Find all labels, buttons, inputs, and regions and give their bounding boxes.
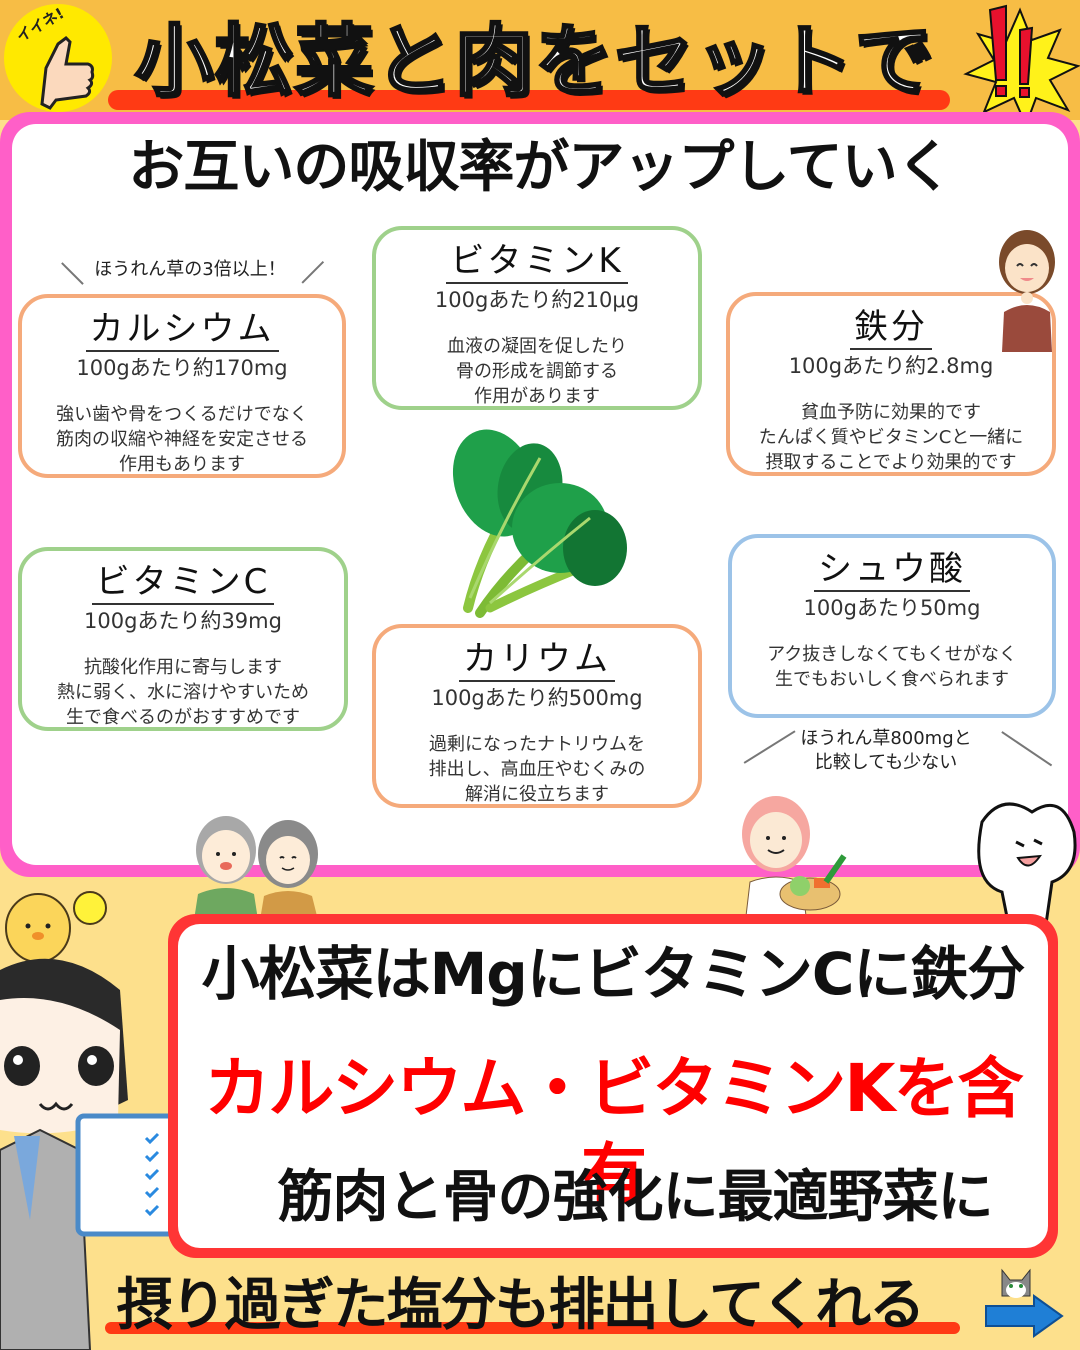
cat-mascot-illustration: [977, 802, 1077, 954]
desc-line: 生で食べるのがおすすめです: [66, 707, 300, 728]
nutrient-card-vitamin-k: ビタミンK 100gあたり約210μg 血液の凝固を促したり 骨の形成を調節する…: [372, 226, 702, 410]
desc-line: 骨の形成を調節する: [456, 361, 618, 382]
farmer-woman-illustration: [742, 796, 847, 916]
summary-line-3: 筋肉と骨の強化に最適野菜に: [277, 1165, 994, 1230]
nutrient-name: カリウム: [459, 638, 615, 682]
desc-line: 抗酸化作用に寄与します: [84, 657, 282, 678]
nutrient-description: 貧血予防に効果的です たんぱく質やビタミンCと一緒に 摂取することでより効果的で…: [730, 400, 1052, 475]
footer-underline: [105, 1322, 960, 1334]
nutrient-card-vitamin-c: ビタミンC 100gあたり約39mg 抗酸化作用に寄与します 熱に弱く、水に溶け…: [18, 547, 348, 731]
desc-line: 解消に役立ちます: [465, 784, 609, 805]
komatsuna-illustration: [452, 429, 627, 618]
right-arrow-icon[interactable]: [984, 1294, 1064, 1338]
like-badge: イイネ!: [4, 4, 112, 112]
desc-line: 生でもおいしく食べられます: [775, 669, 1009, 690]
desc-line: アク抜きしなくてもくせがなく: [767, 644, 1017, 665]
nutrient-name: ビタミンC: [91, 561, 275, 605]
happy-woman-illustration: [999, 230, 1055, 352]
callout-line-1: ほうれん草800mgと: [800, 728, 972, 749]
callout-line-2: 比較しても少ない: [814, 752, 958, 773]
nutrient-name: 鉄分: [850, 306, 932, 350]
summary-panel: [178, 924, 1048, 1248]
nutrient-card-calcium: カルシウム 100gあたり約170mg 強い歯や骨をつくるだけでなく 筋肉の収縮…: [18, 294, 346, 478]
desc-line: 摂取することでより効果的です: [765, 452, 1017, 473]
desc-line: 筋肉の収縮や神経を安定させる: [56, 429, 308, 450]
desc-line: 排出し、高血圧やむくみの: [428, 759, 646, 780]
desc-line: 貧血予防に効果的です: [801, 402, 981, 423]
businessman-illustration: [0, 891, 177, 1350]
nutrient-description: 抗酸化作用に寄与します 熱に弱く、水に溶けやすいため 生で食べるのがおすすめです: [22, 655, 344, 730]
subtitle: お互いの吸収率がアップしていく: [128, 135, 952, 200]
oxalic-callout: ほうれん草800mgと 比較しても少ない: [786, 727, 986, 775]
nutrient-description: 過剰になったナトリウムを 排出し、高血圧やむくみの 解消に役立ちます: [376, 732, 698, 807]
thumbs-up-icon: [40, 36, 95, 110]
nutrient-description: 血液の凝固を促したり 骨の形成を調節する 作用があります: [376, 334, 698, 409]
nutrient-card-potassium: カリウム 100gあたり約500mg 過剰になったナトリウムを 排出し、高血圧や…: [372, 624, 702, 808]
nutrient-card-iron: 鉄分 100gあたり約2.8mg 貧血予防に効果的です たんぱく質やビタミンCと…: [726, 292, 1056, 476]
desc-line: 作用があります: [474, 386, 600, 407]
nutrient-amount: 100gあたり約210μg: [434, 288, 640, 312]
cat-icon: [1001, 1268, 1031, 1298]
page-title: 小松菜と肉をセットで: [133, 16, 935, 109]
nutrient-description: アク抜きしなくてもくせがなく 生でもおいしく食べられます: [732, 642, 1052, 692]
nutrient-amount: 100gあたり約2.8mg: [788, 354, 994, 378]
nutrient-name: ビタミンK: [446, 240, 628, 284]
desc-line: 血液の凝固を促したり: [447, 336, 627, 357]
elderly-couple-illustration: [194, 816, 318, 920]
nutrient-amount: 100gあたり50mg: [803, 596, 981, 620]
nutrient-amount: 100gあたり約170mg: [76, 356, 288, 380]
nutrient-description: 強い歯や骨をつくるだけでなく 筋肉の収縮や神経を安定させる 作用もあります: [22, 402, 342, 477]
summary-line-2-highlight: カルシウム・ビタミンKを含有: [204, 1050, 1023, 1213]
footer-text: 摂り過ぎた塩分も排出してくれる: [116, 1273, 926, 1338]
desc-line: 強い歯や骨をつくるだけでなく: [56, 404, 308, 425]
title-underline: [108, 90, 950, 110]
desc-line: 作用もあります: [119, 454, 245, 475]
double-exclamation-icon: [963, 4, 1080, 125]
calcium-callout: ほうれん草の3倍以上！: [94, 259, 286, 280]
nutrient-name: カルシウム: [85, 308, 279, 352]
nutrient-name: シュウ酸: [814, 548, 970, 592]
desc-line: 熱に弱く、水に溶けやすいため: [57, 682, 309, 703]
desc-line: たんぱく質やビタミンCと一緒に: [758, 427, 1024, 448]
desc-line: 過剰になったナトリウムを: [429, 734, 645, 755]
nutrient-amount: 100gあたり約39mg: [84, 609, 282, 633]
summary-line-1: 小松菜はMgにビタミンCに鉄分: [201, 940, 1026, 1008]
nutrient-card-oxalic-acid: シュウ酸 100gあたり50mg アク抜きしなくてもくせがなく 生でもおいしく食…: [728, 534, 1056, 718]
nutrient-amount: 100gあたり約500mg: [431, 686, 643, 710]
